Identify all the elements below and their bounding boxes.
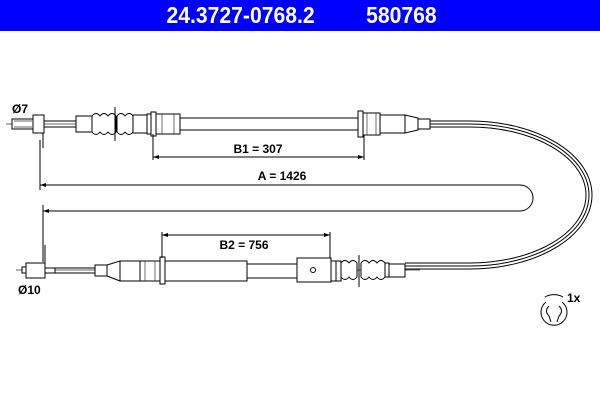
a-label: A = 1426 bbox=[258, 169, 307, 183]
upper-diameter-label: Ø7 bbox=[12, 102, 28, 116]
part-number: 24.3727-0768.2 bbox=[166, 2, 315, 28]
dimension-b2: B2 = 756 bbox=[161, 232, 331, 258]
lower-cable-assembly bbox=[16, 255, 420, 287]
clip-quantity-label: 1x bbox=[567, 291, 581, 305]
reference-number: 580768 bbox=[366, 2, 437, 28]
upper-cable-assembly bbox=[6, 107, 431, 148]
dimension-a: A = 1426 bbox=[39, 140, 534, 262]
lower-diameter-label: Ø10 bbox=[18, 283, 41, 297]
b1-label: B1 = 307 bbox=[233, 142, 282, 156]
title-bar: 24.3727-0768.2 580768 bbox=[0, 0, 600, 31]
b2-label: B2 = 756 bbox=[219, 238, 268, 252]
cable-sheath-loop bbox=[405, 120, 593, 270]
retaining-clip-icon: 1x bbox=[540, 291, 581, 326]
dimension-b1: B1 = 307 bbox=[152, 134, 365, 160]
